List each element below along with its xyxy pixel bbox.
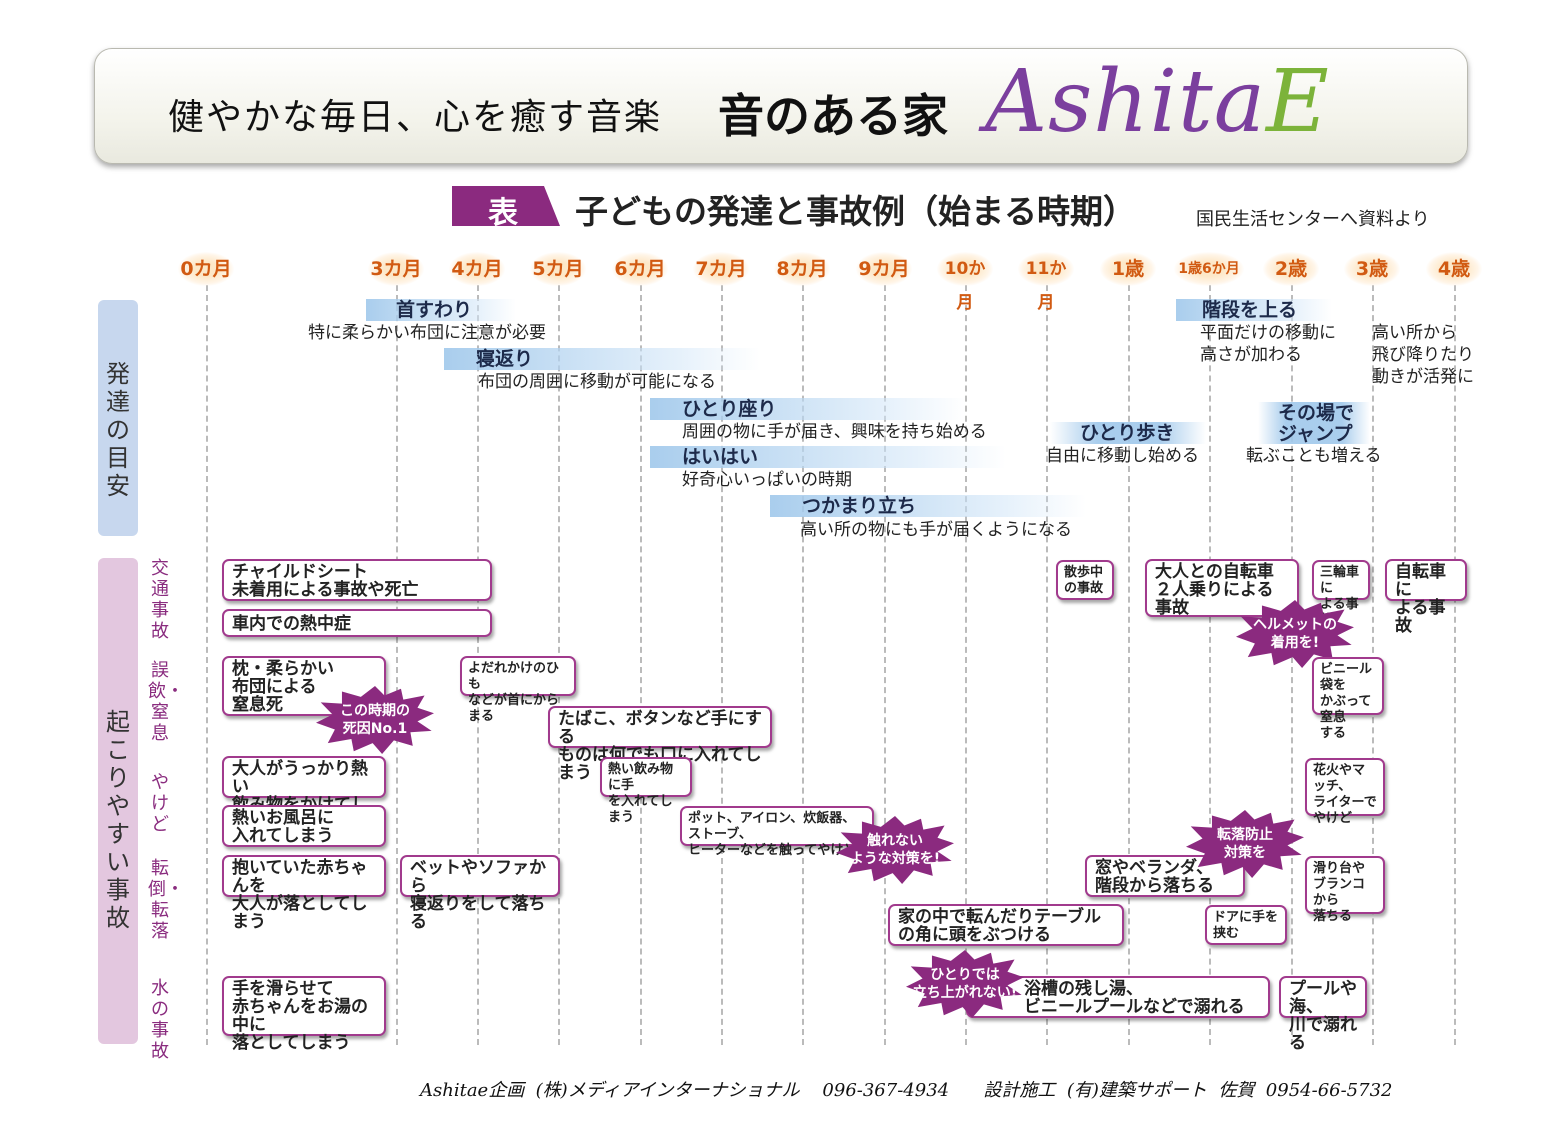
accident-table: 家の中で転んだりテーブル の角に頭をぶつける <box>888 904 1124 946</box>
age-line <box>721 285 723 1045</box>
age-line <box>1454 285 1456 1045</box>
dev-bar-jump <box>1258 402 1370 444</box>
dev-desc-stairs-2: 高さが加わる <box>1200 345 1302 365</box>
source-note: 国民生活センターへ資料より <box>1196 209 1430 230</box>
dev-desc-sit: 周囲の物に手が届き、興味を持ち始める <box>682 422 987 442</box>
age-4y: 4歳 <box>1426 252 1482 286</box>
accident-pot: ポット、アイロン、炊飯器、ストーブ、 ヒーターなどを触ってやけど <box>680 806 874 858</box>
age-8m: 8カ月 <box>774 252 830 286</box>
category-accidents-bar <box>98 558 138 1044</box>
tagline: 健やかな毎日、心を癒す音楽 <box>168 97 663 138</box>
subcategory-traffic: 交通事故 <box>151 558 169 642</box>
dev-bar-neck <box>366 299 516 321</box>
age-line <box>396 285 398 1045</box>
accident-hot-bath: 熱いお風呂に 入れてしまう <box>222 805 386 847</box>
dev-label-jump-1: その場で <box>1278 402 1355 424</box>
accident-plastic: ビニール袋を かぶって窒息 する <box>1312 657 1384 741</box>
accident-tricycle: 三輪車に よる事故 <box>1312 560 1370 628</box>
logo-e: E <box>1265 52 1330 152</box>
dev-label-stairs: 階段を上る <box>1202 299 1298 321</box>
accident-tobacco: たばこ、ボタンなど手にする ものは何でも口に入れてしまう <box>548 706 772 782</box>
accident-car-heat: 車内での熱中症 <box>222 609 492 637</box>
dev-bar-roll <box>444 348 760 370</box>
age-line <box>1046 285 1048 1045</box>
dev-bar-stairs <box>1176 299 1332 321</box>
age-line <box>1291 285 1293 1045</box>
dev-desc-neck: 特に柔らかい布団に注意が必要 <box>308 323 546 343</box>
age-11m: 11か月 <box>1018 252 1074 313</box>
accident-door: ドアに手を 挟む <box>1205 905 1287 945</box>
age-line <box>965 285 967 1045</box>
logo: AshitaE <box>985 52 1330 152</box>
dev-label-roll: 寝返り <box>476 348 534 370</box>
dev-desc-roll: 布団の周囲に移動が可能になる <box>478 372 716 392</box>
subcategory-fall: 転倒・転落 <box>148 858 184 942</box>
accident-pool: プールや海、 川で溺れる <box>1279 976 1367 1052</box>
page-title: 子どもの発達と事故例（始まる時期） <box>575 192 1136 231</box>
footer-contact: Ashitae企画 (株)メディアインターナショナル 096-367-4934 … <box>420 1080 1393 1101</box>
category-development-label: 発達の目安 <box>106 360 130 500</box>
subcategory-choking: 誤飲・窒息 <box>148 660 184 744</box>
accident-fireworks: 花火やマッチ、 ライターで やけど <box>1305 758 1385 826</box>
age-1y: 1歳 <box>1100 252 1156 286</box>
dev-label-sit: ひとり座り <box>682 398 777 420</box>
dev-desc-stand: 高い所の物にも手が届くようになる <box>800 520 1072 540</box>
age-6m: 6カ月 <box>612 252 668 286</box>
dev-desc-walk: 自由に移動し始める <box>1046 446 1199 466</box>
accident-bicycle: 自転車に よる事故 <box>1385 559 1467 635</box>
category-accidents-label: 起こりやすい事故 <box>106 708 130 932</box>
age-2y: 2歳 <box>1263 252 1319 286</box>
age-line <box>884 285 886 1045</box>
dev-label-walk: ひとり歩き <box>1080 422 1175 444</box>
age-line <box>640 285 642 1045</box>
age-1y6m: 1歳6か月 <box>1174 252 1244 286</box>
accident-bath-baby: 手を滑らせて 赤ちゃんをお湯の中に 落としてしまう <box>222 976 386 1052</box>
dev-desc-jump: 転ぶことも増える <box>1246 446 1382 466</box>
dev-desc-high-3: 動きが活発に <box>1372 367 1474 387</box>
dev-label-jump-2: ジャンプ <box>1278 423 1353 445</box>
brand-name: 音のある家 <box>718 89 948 143</box>
age-5m: 5カ月 <box>530 252 586 286</box>
header-banner <box>94 48 1468 164</box>
accident-bib: よだれかけのひも などが首にからまる <box>460 656 576 724</box>
age-3y: 3歳 <box>1344 252 1400 286</box>
accident-slide: 滑り台や ブランコから 落ちる <box>1305 856 1385 924</box>
accident-walk: 散歩中 の事故 <box>1056 560 1114 600</box>
dev-desc-crawl: 好奇心いっぱいの時期 <box>682 470 852 490</box>
age-line <box>1209 285 1211 1045</box>
age-10m: 10か月 <box>937 252 993 313</box>
dev-bar-crawl <box>650 446 1006 468</box>
subcategory-burn: やけど <box>151 772 169 835</box>
accident-drop-baby: 抱いていた赤ちゃんを 大人が落としてしまう <box>222 855 386 931</box>
accident-bed-fall: ベットやソファから 寝返りをして落ちる <box>400 855 560 931</box>
dev-desc-stairs-1: 平面だけの移動に <box>1200 323 1336 343</box>
age-line <box>802 285 804 1045</box>
accident-bathtub: 浴槽の残し湯、 ビニールプールなどで溺れる <box>966 976 1270 1018</box>
accident-bike-two: 大人との自転車 ２人乗りによる 事故 <box>1145 559 1299 617</box>
age-0m: 0カ月 <box>178 252 234 286</box>
dev-label-neck: 首すわり <box>396 299 473 321</box>
title-badge <box>452 186 560 226</box>
dev-desc-high-2: 飛び降りたり <box>1372 345 1474 365</box>
age-9m: 9カ月 <box>856 252 912 286</box>
title-badge-label: 表 <box>488 196 518 231</box>
dev-label-crawl: はいはい <box>682 446 759 468</box>
dev-bar-stand <box>770 495 1086 517</box>
age-3m: 3カ月 <box>368 252 424 286</box>
dev-desc-high-1: 高い所から <box>1372 323 1457 343</box>
dev-bar-sit <box>650 398 966 420</box>
dev-label-stand: つかまり立ち <box>802 495 917 517</box>
dev-bar-walk <box>1050 422 1206 444</box>
accident-car-seat: チャイルドシート 未着用による事故や死亡 <box>222 559 492 601</box>
age-line <box>1128 285 1130 1045</box>
subcategory-water: 水の事故 <box>151 978 169 1062</box>
category-development-bar <box>98 300 138 536</box>
age-line <box>206 285 208 1045</box>
age-7m: 7カ月 <box>693 252 749 286</box>
logo-main: Ashita <box>985 52 1266 152</box>
accident-hot-drink-adult: 大人がうっかり熱い 飲み物をかけてしまう <box>222 756 386 832</box>
accident-hot-drink-child: 熱い飲み物に手 を入れてしまう <box>600 757 692 825</box>
age-4m: 4カ月 <box>449 252 505 286</box>
